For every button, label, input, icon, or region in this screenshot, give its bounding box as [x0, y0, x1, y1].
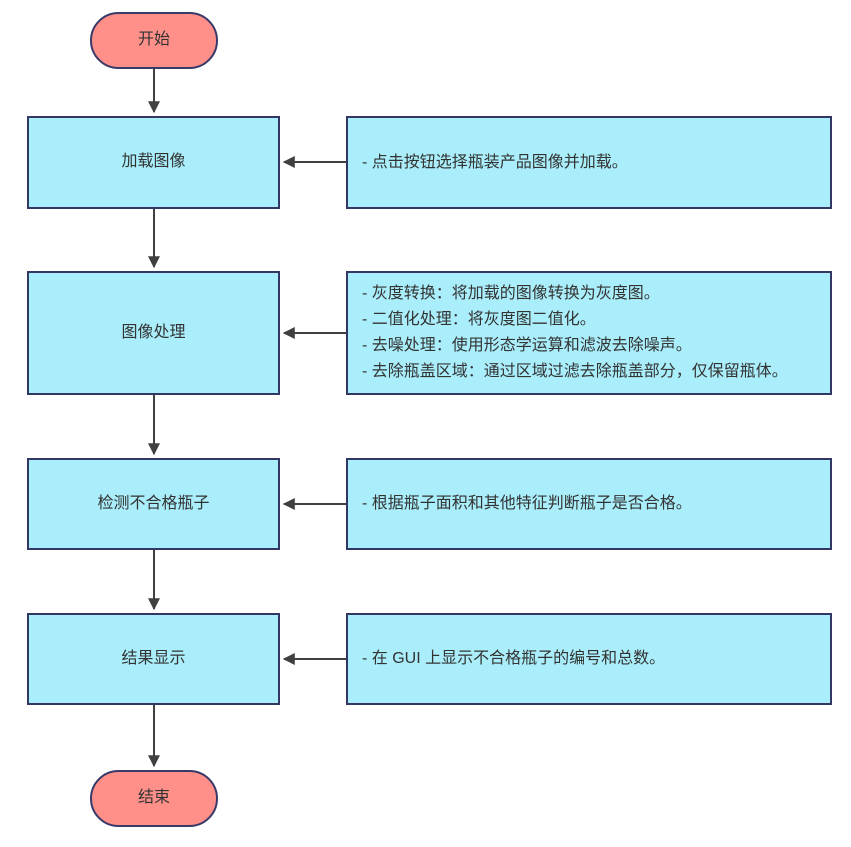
- step-detect-defective-bottles: 检测不合格瓶子: [27, 458, 280, 550]
- note-detect-defective-bottles: - 根据瓶子面积和其他特征判断瓶子是否合格。: [346, 458, 832, 550]
- note-image-processing: - 灰度转换：将加载的图像转换为灰度图。 - 二值化处理：将灰度图二值化。 - …: [346, 271, 832, 395]
- step-load-image: 加载图像: [27, 116, 280, 209]
- step-result-display-label: 结果显示: [121, 649, 186, 667]
- note-line: - 根据瓶子面积和其他特征判断瓶子是否合格。: [362, 495, 692, 512]
- step-image-processing-label: 图像处理: [121, 323, 186, 341]
- note-result-display: - 在 GUI 上显示不合格瓶子的编号和总数。: [346, 613, 832, 705]
- step-result-display: 结果显示: [27, 613, 280, 705]
- start-node: 开始: [90, 12, 218, 69]
- note-load-image: - 点击按钮选择瓶装产品图像并加载。: [346, 116, 832, 209]
- step-load-image-label: 加载图像: [121, 153, 186, 171]
- step-detect-defective-bottles-label: 检测不合格瓶子: [97, 494, 210, 512]
- note-line: - 去噪处理：使用形态学运算和滤波去除噪声。: [362, 337, 692, 354]
- note-line: - 在 GUI 上显示不合格瓶子的编号和总数。: [362, 650, 666, 667]
- start-label: 开始: [137, 31, 170, 49]
- end-label: 结束: [137, 789, 170, 807]
- note-line: - 点击按钮选择瓶装产品图像并加载。: [362, 153, 628, 171]
- end-node: 结束: [90, 770, 218, 827]
- note-line: - 灰度转换：将加载的图像转换为灰度图。: [362, 285, 660, 302]
- note-line: - 二值化处理：将灰度图二值化。: [362, 311, 596, 328]
- note-line: - 去除瓶盖区域：通过区域过滤去除瓶盖部分，仅保留瓶体。: [362, 363, 788, 380]
- step-image-processing: 图像处理: [27, 271, 280, 395]
